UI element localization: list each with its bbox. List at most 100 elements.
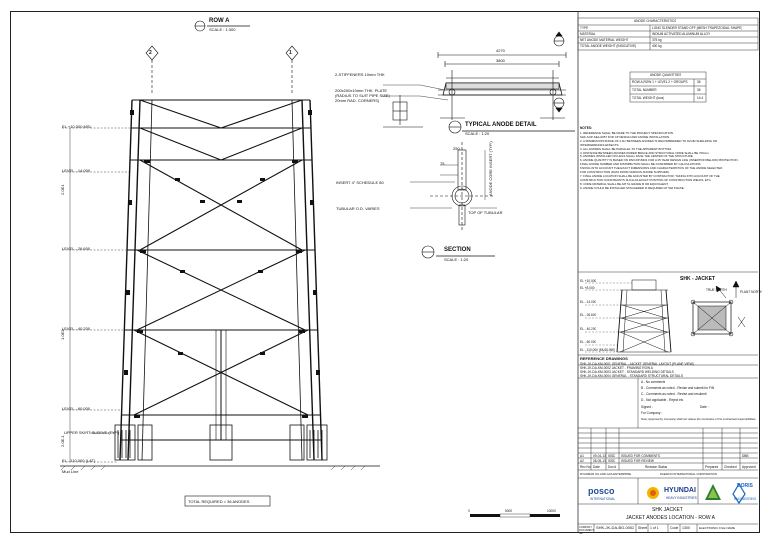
sheet-label: Sheet <box>638 526 648 530</box>
rev-header-prepared: Prepared <box>705 465 719 469</box>
char-row-1-value: LONG SLENDER STAND OFF (MESH TRAPEZOIDAL… <box>652 26 743 30</box>
anode-marks <box>124 110 320 418</box>
ref-row-1: SHK-JK-DA-KM-0001 GENERAL - JACKET GENER… <box>580 362 694 366</box>
title-line-2: JACKET ANODES LOCATION - ROW A <box>626 515 715 521</box>
scale-label-1: 5000 <box>505 509 513 513</box>
elevation-5: LEVEL - 60.000 <box>62 406 91 411</box>
elevation-3: LEVEL - 26.600 <box>62 246 91 251</box>
notes-list: 1. REFERENCE SHALL BE MADE TO THE PROJEC… <box>580 132 756 191</box>
qty-row-1-value: 36 <box>697 80 701 84</box>
approval-item-b: B - Comments as noted - Revise and submi… <box>641 386 715 390</box>
section-detail <box>410 142 497 259</box>
note-line: 8. CORE MATERIAL SHALL BE API 5L GRADE B… <box>580 182 669 186</box>
kp-level-4: EL - 26.600 <box>580 313 597 317</box>
note-line: 3. ALL ANODES SHALL BE PARALLEL TO THE A… <box>580 147 672 151</box>
qty-row-2-label: TOTAL NUMBER <box>632 88 657 92</box>
electronic-file-label: ELECTRONIC FILE NAME <box>699 526 736 530</box>
char-row-1-label: TYPE <box>580 26 589 30</box>
rev-2-date: 08-05-13 <box>593 459 606 463</box>
rev-2-status: ISSUED FOR REVIEW <box>621 459 654 463</box>
char-row-3-value: 375 kg <box>652 38 662 42</box>
approval-item-a: A - No comments <box>641 380 666 384</box>
rev-header-docd: Doc'd <box>608 465 617 469</box>
kp-level-7: EL - 110.000 (MUDLINE) <box>580 348 616 352</box>
qty-row-3-label: TOTAL WEIGHT (tons) <box>632 96 665 100</box>
rev-header-checked: Checked <box>724 465 737 469</box>
note-line: INTERFERENCES EFFECTS. <box>580 143 620 147</box>
key-plan-title: SHK - JACKET <box>680 276 716 282</box>
dim-top: 4270 <box>496 48 505 53</box>
rev-header-status: Revision Status <box>645 465 668 469</box>
rev-1-approved: DBB <box>742 454 749 458</box>
hyundai-logo: HYUNDAI <box>664 487 696 494</box>
code-label: Code <box>670 526 679 530</box>
drawing-sheet <box>10 11 760 533</box>
rev-header-approved: Approved <box>742 465 756 469</box>
title-line-1: SHK JACKET <box>652 507 683 513</box>
elevation-4: LEVEL - 40.200 <box>62 326 91 331</box>
approval-company: For Company : <box>641 411 663 415</box>
dim-upper: 2.0E1 <box>60 184 65 195</box>
section-scale: SCALE : 1:20 <box>444 257 469 262</box>
doubler-label-3: 20mm RAD. CORNERS) <box>335 98 380 103</box>
ref-row-4: SHK-JK-DA-KM-0004 GENERAL - STANDARD STR… <box>580 374 684 378</box>
rev-header-date: Date <box>593 465 600 469</box>
kp-level-2: EL +8.000 <box>580 286 595 290</box>
doubler-label-2: (RADIUS TO SUIT PIPE SIZE) <box>335 93 390 98</box>
row-a-scale: SCALE : 1:300 <box>209 27 236 32</box>
doris-logo: DORIS <box>737 483 753 489</box>
dim-lower: 1.0E2 <box>60 329 65 340</box>
true-north-label: TRUE NORTH <box>706 288 727 292</box>
company-doc-label: COMPANY DOCUMENT No. <box>579 526 594 535</box>
tubular-label: TUBULAR O.D. VARIES <box>336 206 380 211</box>
elevation-2: LEVEL - 14.000 <box>62 168 91 173</box>
reference-title: REFERENCE DRAWINGS <box>580 357 628 361</box>
note-line: 9. ANODE COULD BE INSTALLED STAGGERED IF… <box>580 186 685 190</box>
row-marker-2 <box>145 45 159 61</box>
posco-logo: posco <box>588 486 615 496</box>
plant-north-label: PLANT NORTH <box>740 290 763 294</box>
char-row-3-label: NET ANODE MATERIAL WEIGHT <box>580 38 629 42</box>
row-marker-1 <box>285 45 299 61</box>
note-line: 4. DISTANCE BETWEEN ANODES PAIRED BRACE … <box>580 151 710 155</box>
total-required: TOTAL REQUIRED = 36 ANODES <box>188 499 250 504</box>
notes-title: NOTES: <box>580 126 593 130</box>
elevation-6: EL - 110.000 (LAT) <box>62 458 96 463</box>
characteristics-header: ANODE CHARACTERISTICS <box>634 19 677 23</box>
note-line: CONSTRUCTION CONSTRAINTS SUCH AS EXACT P… <box>580 178 712 182</box>
skirt-sleeves <box>114 424 328 461</box>
anode-detail-title: TYPICAL ANODE DETAIL <box>465 122 537 128</box>
rev-2-doc: ISSD <box>608 459 616 463</box>
kp-level-5: EL - 40.200 <box>580 327 597 331</box>
qty-row-3-value: 14.4 <box>697 96 704 100</box>
logo-graphics <box>647 482 746 505</box>
sheet-value: 1 of 1 <box>650 526 659 530</box>
note-line: 1. REFERENCE SHALL BE MADE TO THE PROJEC… <box>580 132 673 135</box>
hyundai-sub: HEAVY INDUSTRIES <box>666 496 697 500</box>
anode-core-label: ANODE CORE INSERT (TYP.) <box>488 141 493 196</box>
note-line: 5. ANODES INSTALLED ON LEGS SHALL FACE T… <box>580 155 694 159</box>
row-marker-2-label: 2 <box>149 50 152 56</box>
approval-remark: Note: Approval by Company shall not reli… <box>641 418 756 421</box>
mudline-label: Mud Line <box>62 469 79 474</box>
note-line: FINAL ANODE NUMBER AND DISTRIBUTION SHAL… <box>580 163 702 167</box>
char-row-4-value: 400 kg <box>652 44 662 48</box>
rev-1-date: 09-04-13 <box>593 454 606 458</box>
char-row-4-label: TOTAL ANODE WEIGHT (INDICATIVE) <box>580 44 637 48</box>
approval-item-c: C - Comments as noted - Revise and resub… <box>641 392 707 396</box>
approval-date: Date : <box>700 405 709 409</box>
anode-detail-scale: SCALE : 1:20 <box>465 131 490 136</box>
section-title: SECTION <box>444 247 471 253</box>
note-line: 6. ANODE QUANTITY IS BASED ON DNV-RP-B40… <box>580 159 739 163</box>
char-row-2-label: MATERIAL <box>580 32 596 36</box>
note-line: TAKING INTO ACCOUNT THE EXACT DIMENSIONS… <box>580 167 723 171</box>
skirt-label: UPPER SKIRT SLEEVE (TYP.) <box>64 430 120 435</box>
title-block-grid <box>577 11 759 533</box>
kp-level-1: EL +10.000 <box>580 279 597 283</box>
rev-header-no: Rev No <box>580 465 591 469</box>
note-line: 2. A MINIMUM DISTANCE OF 2.0m BETWEEN AN… <box>580 139 718 143</box>
anode-detail <box>383 31 575 134</box>
dim-a: 250 <box>453 146 460 151</box>
top-tubular-label: TOP OF TUBULAR <box>468 210 503 215</box>
